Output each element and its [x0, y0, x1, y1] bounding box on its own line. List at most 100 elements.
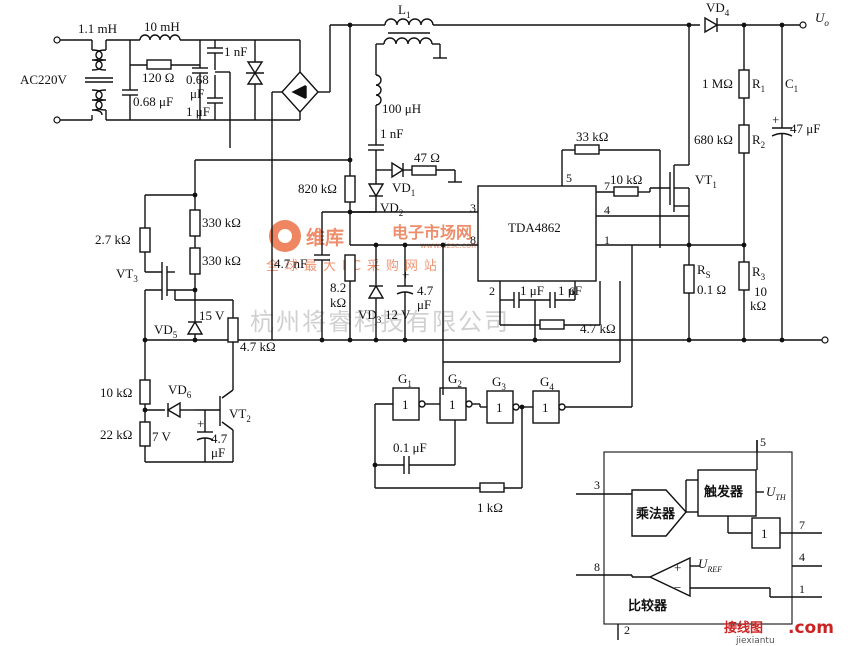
label-ic-name: TDA4862 [508, 220, 561, 235]
comparator-plus: + [674, 560, 681, 575]
block-comparator: 比较器 [628, 598, 668, 614]
ic-pin-4: 4 [604, 203, 610, 217]
block-pin-5: 5 [760, 435, 766, 449]
block-buffer-symbol: 1 [761, 526, 768, 541]
ic-pin-1: 1 [604, 233, 610, 247]
label-uref: UREF [698, 556, 722, 574]
label-vd2: VD2 [380, 200, 403, 218]
watermark-company: 杭州将睿科技有限公司 [250, 308, 510, 336]
label-cap-0.68-top: 0.68 [186, 72, 209, 87]
watermark-corner-url: jiexiantu [735, 636, 775, 646]
label-resistor-330k-a: 330 kΩ [202, 215, 241, 230]
label-cap-plus: + [402, 267, 409, 282]
label-vt1: VT1 [695, 172, 717, 190]
label-vt2: VT2 [229, 406, 251, 424]
label-cap-0.68uf-a: 0.68 μF [133, 94, 173, 109]
label-g2: G2 [448, 371, 462, 389]
label-resistor-10k-gate: 10 kΩ [610, 172, 642, 187]
label-g4: G4 [540, 374, 554, 392]
ic-pin-8: 8 [470, 233, 476, 247]
label-r3-value-b: kΩ [750, 298, 766, 313]
internal-block-diagram: 5 3 8 7 4 1 2 乘法器 触发器 UTH 1 + − UREF [576, 435, 822, 640]
label-vd4: VD4 [706, 0, 730, 18]
label-resistor-120: 120 Ω [142, 70, 174, 85]
label-cap-1nf-mid: 1 nF [380, 126, 403, 141]
ic-pin-7: 7 [604, 179, 610, 193]
ic-pin-3: 3 [470, 201, 476, 215]
label-cap-0.68-unit: μF [190, 86, 204, 101]
label-inductor-100uh: 100 μH [382, 101, 421, 116]
label-resistor-33k: 33 kΩ [576, 129, 608, 144]
label-resistor-4.7k-b: 4.7 kΩ [240, 339, 276, 354]
label-c1-plus: + [772, 112, 779, 127]
gate-oscillator: 1 G1 1 G2 1 G3 1 G4 0.1 μF [372, 245, 633, 515]
label-cap-1uf-in: 1 μF [186, 104, 210, 119]
label-cap-1uf-b: 1 μF [558, 283, 582, 298]
label-resistor-2.7k: 2.7 kΩ [95, 232, 131, 247]
label-vd5: VD5 [154, 322, 178, 340]
label-resistor-10k: 10 kΩ [100, 385, 132, 400]
label-vd6: VD6 [168, 382, 192, 400]
block-pin-3: 3 [594, 478, 600, 492]
label-resistor-820k: 820 kΩ [298, 181, 337, 196]
block-pin-2: 2 [624, 623, 630, 637]
label-resistor-330k-b: 330 kΩ [202, 253, 241, 268]
watermark-logo-site: 电子市场网 [392, 223, 472, 242]
label-r2: R2 [752, 132, 765, 150]
label-resistor-22k: 22 kΩ [100, 427, 132, 442]
supply-network: 820 kΩ 4.7 nF 8.2 kΩ VD3 12 V + 4.7 μF [95, 22, 446, 462]
label-rs: RS [697, 262, 711, 280]
label-zener-7v: 7 V [152, 429, 172, 444]
label-zener-12v: 12 V [385, 307, 411, 322]
ic-pin-5: 5 [566, 171, 572, 185]
watermark-corner-cn: 接线图 [724, 620, 763, 636]
label-uo: Uo [815, 10, 829, 28]
gate-g4-symbol: 1 [542, 400, 549, 415]
gate-g3-symbol: 1 [496, 400, 503, 415]
boost-inductor-l1: L1 100 μH 1 nF 47 Ω VD1 VD2 [329, 2, 700, 218]
label-r1-value: 1 MΩ [702, 76, 733, 91]
label-g3: G3 [492, 374, 506, 392]
block-pin-7: 7 [799, 518, 805, 532]
label-resistor-1k: 1 kΩ [477, 500, 503, 515]
label-vd1: VD1 [392, 180, 415, 198]
gate-g1-symbol: 1 [402, 397, 409, 412]
gate-g2-symbol: 1 [449, 397, 456, 412]
label-cap-4.7uf-unit: μF [417, 297, 431, 312]
label-vd3: VD3 [358, 307, 382, 325]
label-r3-value-a: 10 [754, 284, 767, 299]
block-trigger: 触发器 [703, 484, 744, 500]
label-cap-4.7uf-top: 4.7 [417, 283, 434, 298]
ac-input: 1.1 mH AC220V 10 mH 0.68 μF 120 Ω 0.68 μ… [20, 19, 330, 340]
label-cap-plus-b: + [197, 416, 204, 431]
label-c1-value: 47 μF [790, 121, 820, 136]
label-vt3: VT3 [116, 266, 138, 284]
label-cap-4.7uf-b-unit: μF [211, 445, 225, 460]
label-resistor-47: 47 Ω [414, 150, 440, 165]
label-cap-4.7nf: 4.7 nF [274, 256, 307, 271]
watermark-logo-cn: 维库 [306, 226, 344, 249]
label-zener-15v: 15 V [199, 308, 225, 323]
label-resistor-4.7k-ic: 4.7 kΩ [580, 321, 616, 336]
label-r2-value: 680 kΩ [694, 132, 733, 147]
junctions [142, 192, 785, 463]
label-inductor-10mh: 10 mH [144, 19, 180, 34]
ic-pin-6: 6 [569, 284, 575, 298]
watermark-corner-com: .com [788, 618, 834, 638]
block-pin-8: 8 [594, 560, 600, 574]
label-ac220v: AC220V [20, 72, 68, 87]
ic-pin-2: 2 [489, 284, 495, 298]
label-cap-1uf-a: 1 μF [520, 283, 544, 298]
comparator-minus: − [674, 580, 681, 595]
block-pin-4: 4 [799, 550, 805, 564]
label-resistor-8.2k-unit: kΩ [330, 295, 346, 310]
block-pin-1: 1 [799, 582, 805, 596]
label-uth: UTH [766, 484, 787, 502]
label-rs-value: 0.1 Ω [697, 282, 726, 297]
block-multiplier: 乘法器 [635, 506, 676, 522]
label-cap-0.1uf: 0.1 μF [393, 440, 427, 455]
label-r1: R1 [752, 76, 765, 94]
label-c1: C1 [785, 76, 798, 94]
label-g1: G1 [398, 371, 412, 389]
